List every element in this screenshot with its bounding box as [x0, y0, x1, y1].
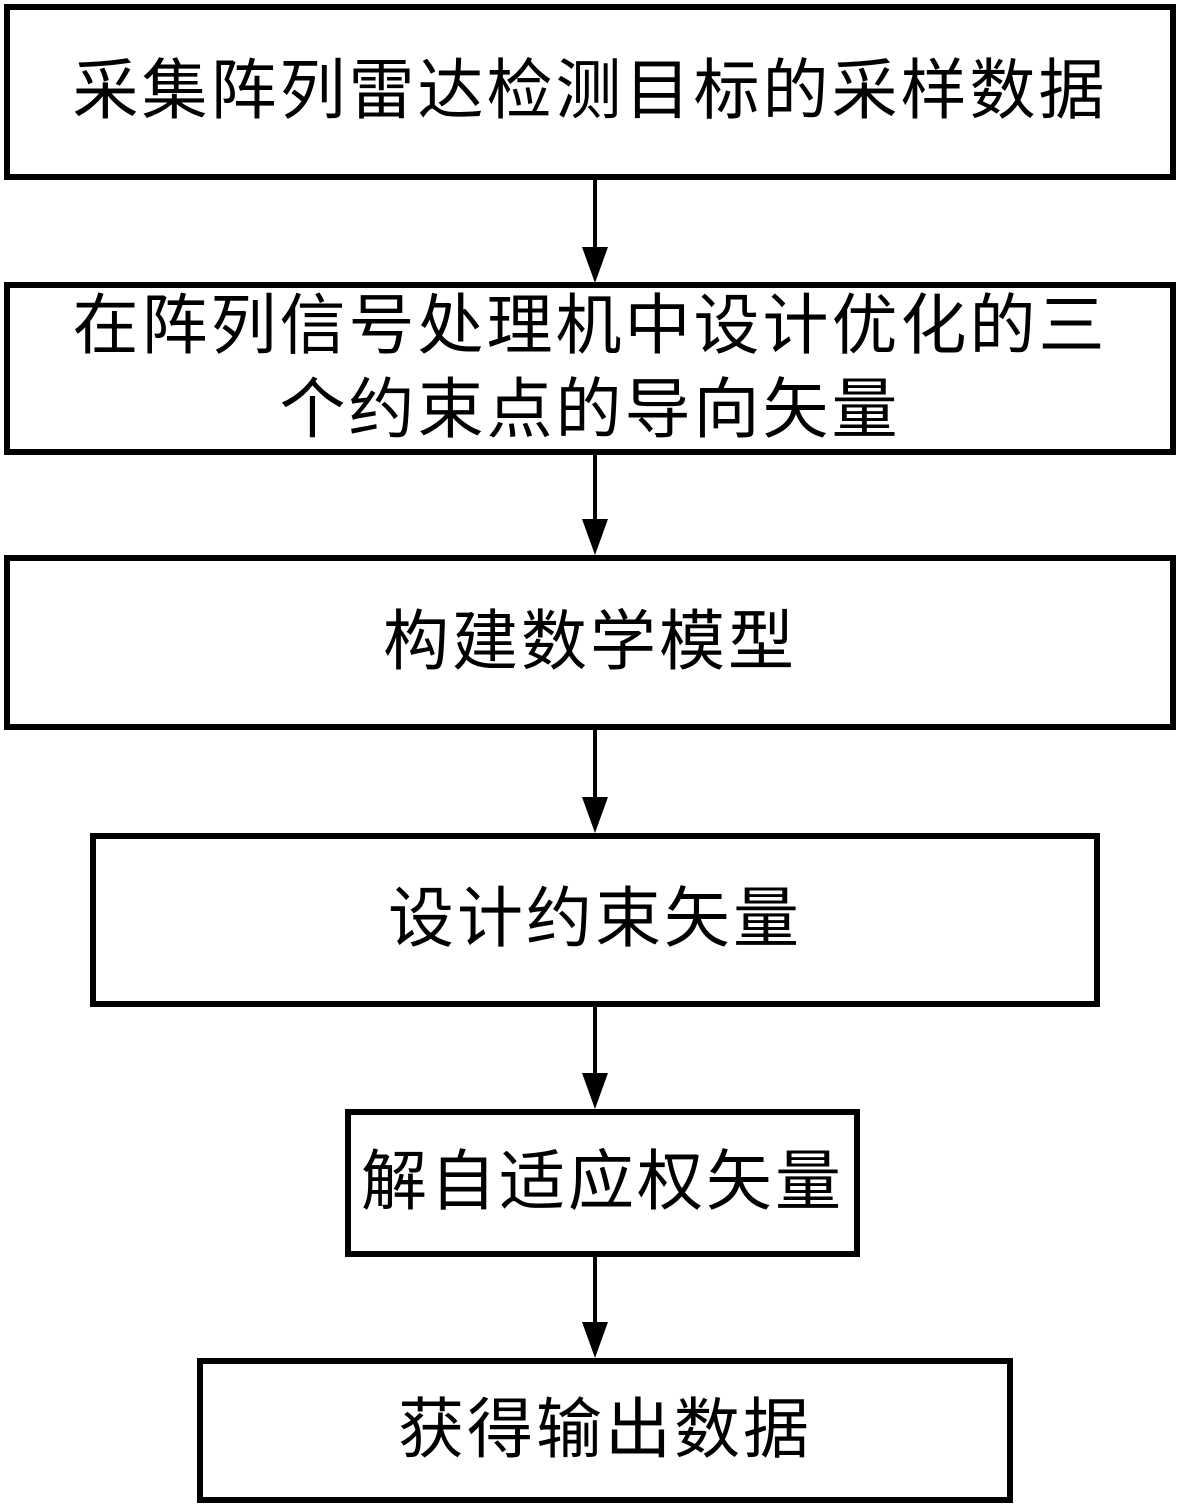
arrow-shaft — [593, 455, 597, 519]
down-arrow-icon — [582, 180, 608, 283]
step-label: 采集阵列雷达检测目标的采样数据 — [72, 55, 1108, 128]
down-arrow-icon — [582, 1257, 608, 1358]
step-label: 构建数学模型 — [383, 605, 797, 679]
down-arrow-icon — [582, 730, 608, 833]
arrow-shaft — [593, 180, 597, 247]
arrow-head — [582, 519, 608, 555]
step-solve-adaptive-weight-vector: 解自适应权矢量 — [345, 1109, 860, 1257]
arrow-head — [582, 1073, 608, 1109]
step-design-constraint-vector: 设计约束矢量 — [90, 833, 1100, 1007]
step-build-math-model: 构建数学模型 — [4, 555, 1176, 730]
step-label: 解自适应权矢量 — [361, 1146, 844, 1219]
step-label-line-1: 在阵列信号处理机中设计优化的三 — [72, 289, 1108, 363]
arrow-head — [582, 1322, 608, 1358]
step-design-steering-vectors: 在阵列信号处理机中设计优化的三 个约束点的导向矢量 — [4, 282, 1176, 455]
step-label: 获得输出数据 — [398, 1393, 812, 1467]
arrow-head — [582, 247, 608, 283]
arrow-head — [582, 797, 608, 833]
step-obtain-output-data: 获得输出数据 — [197, 1358, 1013, 1503]
step-label-line-2: 个约束点的导向矢量 — [279, 373, 901, 447]
arrow-shaft — [593, 1257, 597, 1322]
step-label: 设计约束矢量 — [388, 883, 802, 956]
arrow-shaft — [593, 1007, 597, 1073]
arrow-shaft — [593, 730, 597, 797]
down-arrow-icon — [582, 455, 608, 555]
down-arrow-icon — [582, 1007, 608, 1109]
step-collect-radar-samples: 采集阵列雷达检测目标的采样数据 — [4, 4, 1176, 180]
